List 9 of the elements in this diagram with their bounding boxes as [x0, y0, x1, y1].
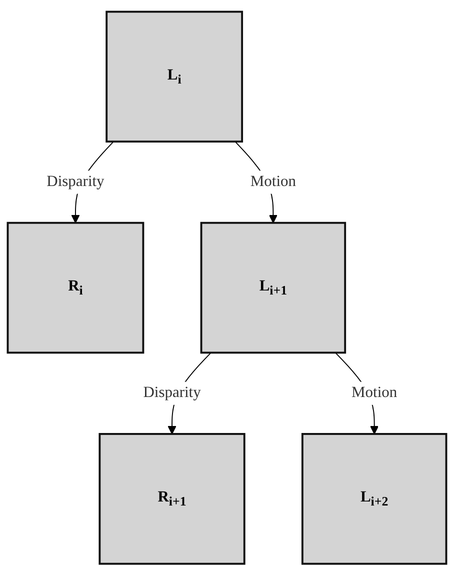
edge-label: Disparity — [46, 173, 104, 190]
node-box: L$_{i+2}$ — [301, 432, 448, 564]
edge-label: Motion — [250, 173, 296, 190]
node-box: L$_{i}$ — [106, 10, 244, 142]
node-box: R$_{i+1}$ — [98, 432, 246, 564]
edge-label: Disparity — [143, 384, 201, 401]
node-box: L$_{i+1}$ — [200, 222, 346, 354]
node-box: R$_{i}$ — [6, 222, 144, 354]
edge-label: Motion — [352, 384, 398, 401]
